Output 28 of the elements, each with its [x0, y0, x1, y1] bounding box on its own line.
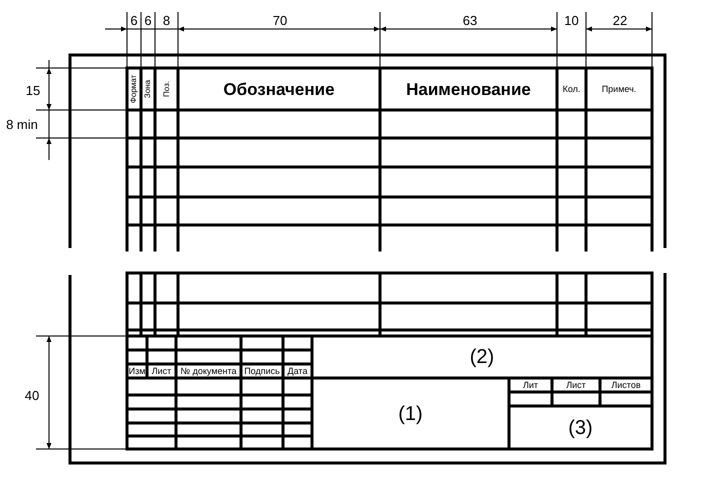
column-header: Наименование	[406, 80, 531, 98]
column-header: Лист	[152, 366, 172, 376]
dimension-label: 70	[272, 14, 288, 26]
column-header: Формат	[130, 74, 138, 104]
column-header: Дата	[288, 366, 308, 376]
column-header: Подпись	[244, 366, 280, 376]
column-header: Поз.	[162, 81, 170, 97]
column-header: Примеч.	[602, 84, 636, 94]
dimension-label: 8 min	[6, 118, 38, 130]
column-header: Листов	[611, 380, 641, 390]
dimension-label: 6	[144, 14, 152, 26]
column-header: Лист	[566, 380, 586, 390]
dimension-label: 6	[130, 14, 138, 26]
dimension-label: 8	[162, 14, 170, 26]
field-number: (1)	[398, 404, 423, 424]
dimension-label: 22	[612, 14, 628, 26]
column-header: Зона	[144, 80, 152, 98]
field-number: (2)	[470, 347, 494, 367]
column-header: Обозначение	[223, 80, 335, 98]
column-header: Лит	[522, 380, 538, 390]
dimension-label: 10	[564, 14, 579, 26]
column-header: Изм	[128, 366, 146, 376]
column-header: № документа	[180, 366, 237, 376]
dimension-label: 40	[24, 388, 40, 402]
field-number: (3)	[568, 418, 593, 438]
column-header: Кол.	[562, 84, 580, 94]
dimension-label: 15	[26, 84, 40, 96]
dimension-label: 63	[462, 14, 478, 26]
